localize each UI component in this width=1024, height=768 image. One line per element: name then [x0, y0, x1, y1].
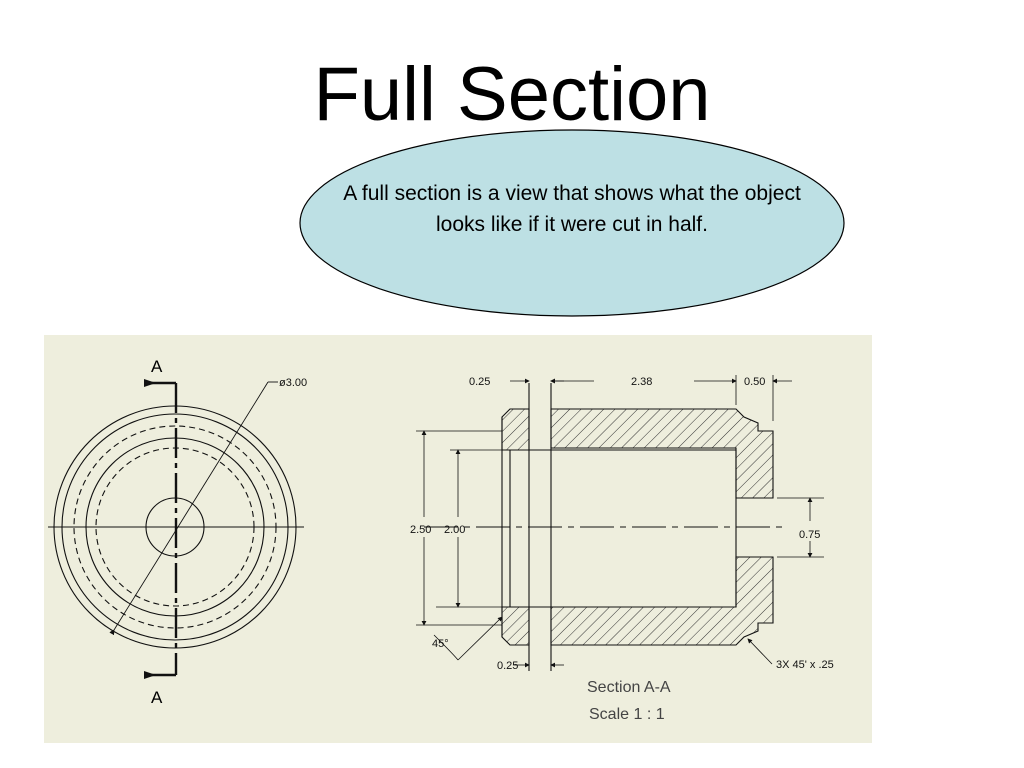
section-caption: Section A-A: [587, 679, 671, 696]
section-dimensions: [416, 375, 824, 668]
cut-label-top: A: [151, 357, 163, 376]
drawing-canvas: A A ø3.00: [44, 335, 872, 743]
hatch-top-wall: [550, 408, 774, 499]
hatch-left-top: [501, 408, 530, 451]
hatch-left-bottom: [501, 606, 530, 646]
section-view: [424, 383, 784, 671]
front-view: [48, 379, 304, 679]
dim-length: 2.38: [631, 376, 652, 388]
diameter-dimension: ø3.00: [279, 377, 307, 389]
callout-bubble: A full section is a view that shows what…: [298, 128, 846, 318]
dim-hole-diameter: 0.75: [799, 529, 820, 541]
dim-right-wall: 0.50: [744, 376, 765, 388]
diameter-leader: [109, 381, 269, 636]
callout-text: A full section is a view that shows what…: [343, 182, 801, 236]
section-drawing: A A ø3.00: [44, 335, 872, 743]
callout-ellipse: [299, 129, 845, 317]
dim-bottom-flange: 0.25: [497, 660, 518, 672]
dim-outer-diameter: 2.50: [410, 524, 431, 536]
dim-chamfer-angle: 45°: [432, 638, 449, 650]
dim-left-flange: 0.25: [469, 376, 490, 388]
dim-bore-diameter: 2.00: [444, 524, 465, 536]
slide-title: Full Section: [313, 52, 711, 137]
scale-caption: Scale 1 : 1: [589, 706, 665, 723]
dim-chamfer-note: 3X 45' x .25: [776, 659, 834, 671]
cut-label-bottom: A: [151, 688, 163, 707]
